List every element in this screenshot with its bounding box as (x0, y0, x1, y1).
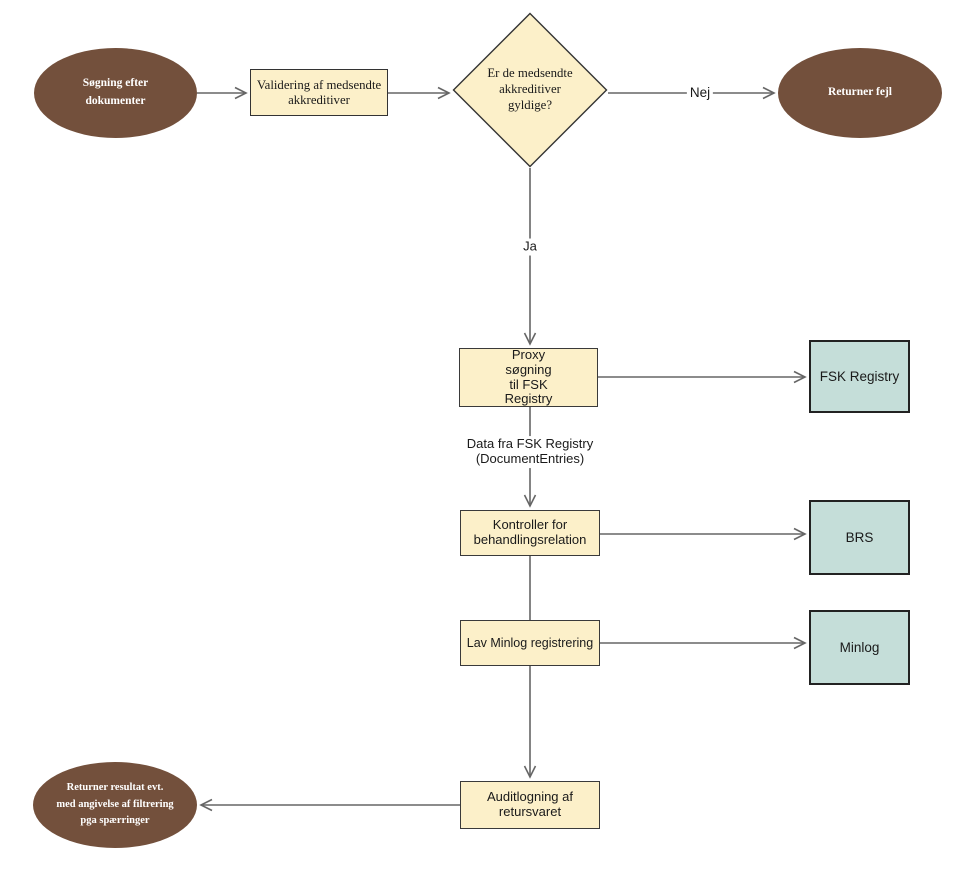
brs-system-box: BRS (809, 500, 910, 575)
edge-label-fsk-data: Data fra FSK Registry (DocumentEntries) (463, 436, 597, 468)
minlog-system-box: Minlog (809, 610, 910, 685)
edge-label-nej: Nej (686, 84, 714, 102)
treatment-relation-check-box: Kontroller for behandlingsrelation (460, 510, 600, 556)
diamond-shape (452, 12, 608, 168)
proxy-search-box: Proxy søgning til FSK Registry (459, 348, 598, 407)
minlog-registration-box: Lav Minlog registrering (460, 620, 600, 666)
edge-label-ja: Ja (520, 238, 540, 256)
start-terminator-ellipse: Søgning efter dokumenter (34, 48, 197, 138)
credentials-valid-decision-diamond (452, 12, 608, 168)
audit-logging-box: Auditlogning af retursvaret (460, 781, 600, 829)
return-result-terminator-ellipse: Returner resultat evt. med angivelse af … (33, 762, 197, 848)
return-error-terminator-ellipse: Returner fejl (778, 48, 942, 138)
validate-credentials-box: Validering af medsendte akkreditiver (250, 69, 388, 116)
fsk-registry-system-box: FSK Registry (809, 340, 910, 413)
